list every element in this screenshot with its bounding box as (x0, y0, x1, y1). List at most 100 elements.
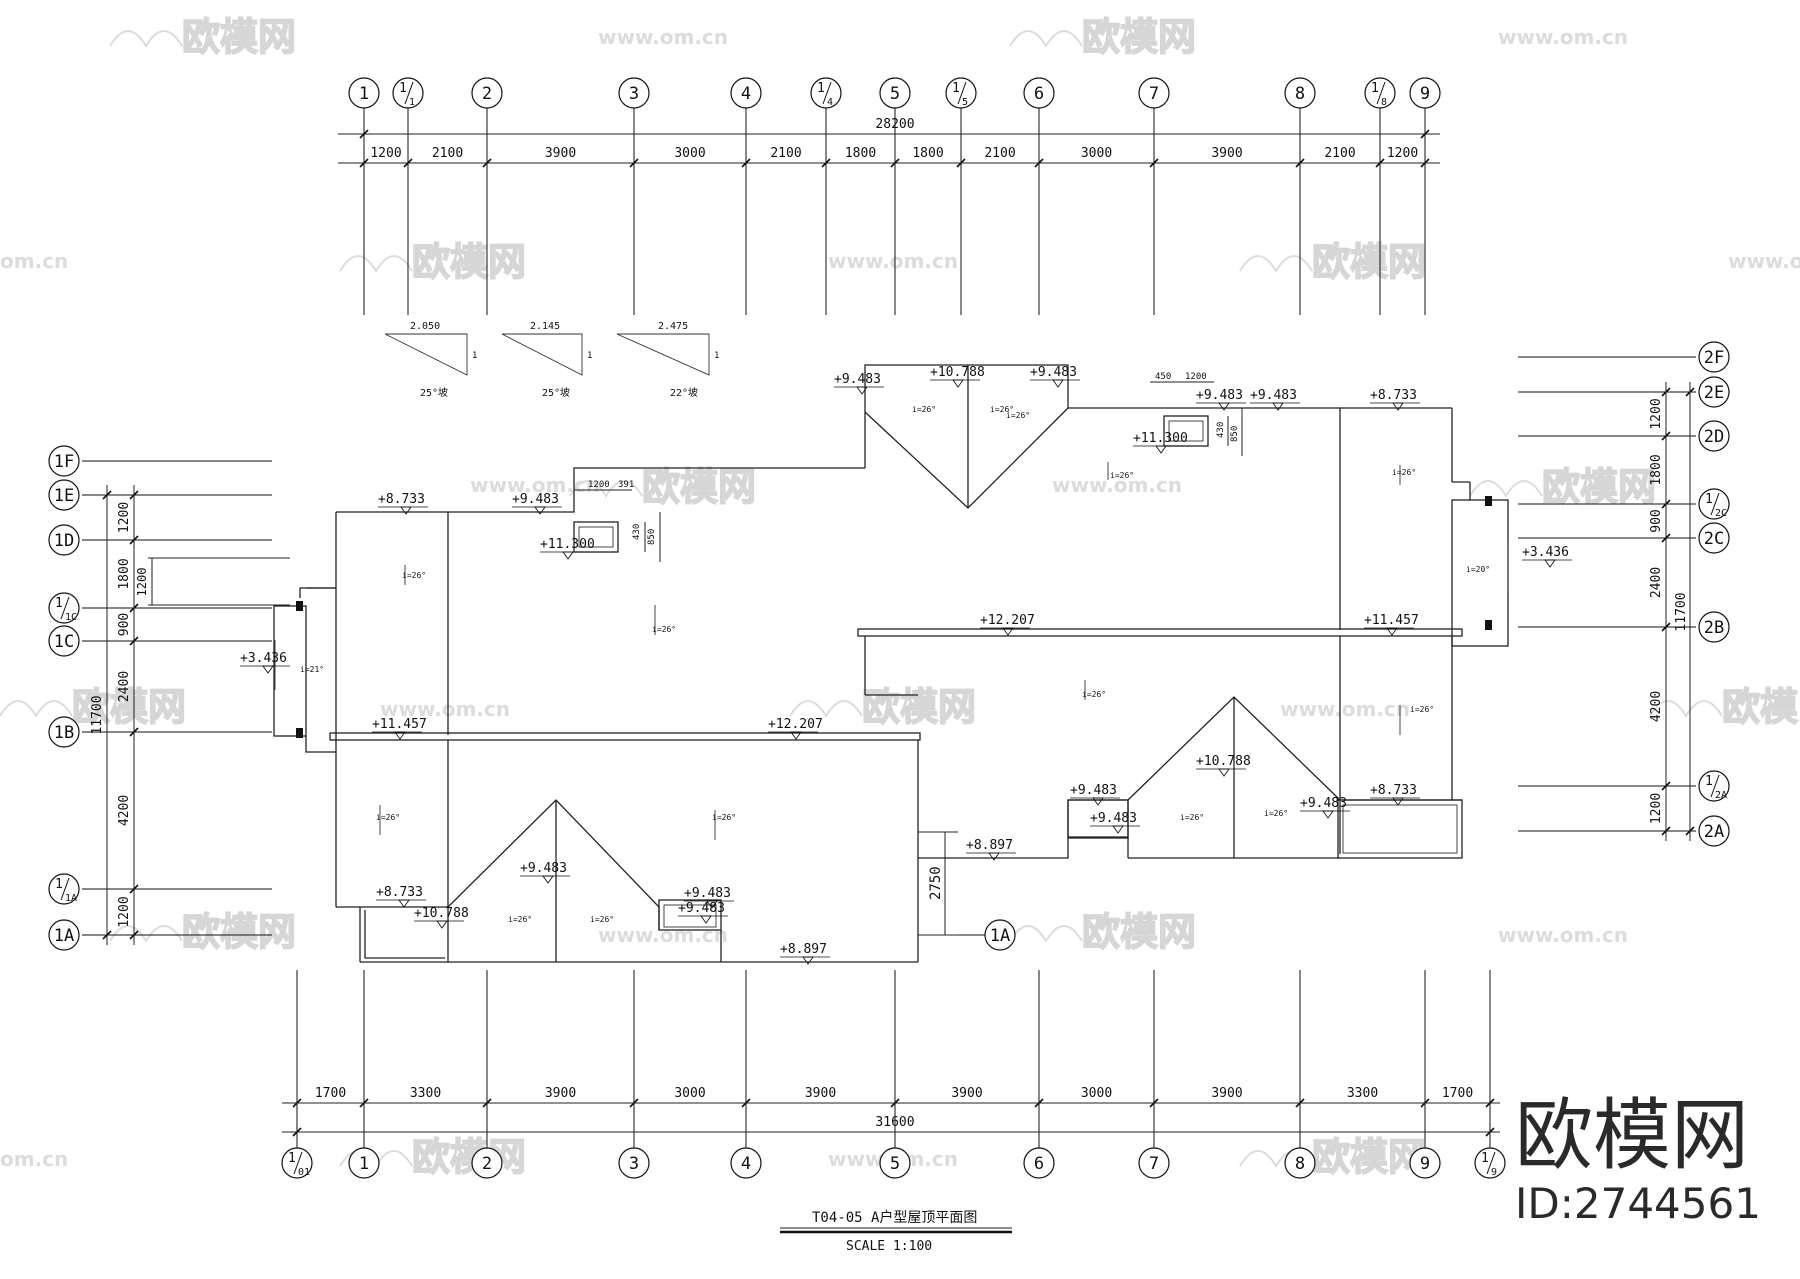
slope-label: i=26° (1410, 705, 1434, 714)
elevation-label: +11.300 (540, 537, 595, 552)
dim-left-seg: 4200 (117, 795, 132, 826)
elevation-label: +9.483 (512, 492, 559, 507)
elevation-marker (436, 920, 448, 929)
grid-right-1-bubble (1698, 376, 1730, 408)
watermark-logo-icon (109, 925, 183, 943)
elevation-marker (802, 956, 814, 965)
elevation-marker (952, 379, 964, 388)
grid-mid-bubble (984, 919, 1016, 951)
grid-bottom-7-bubble (1138, 1147, 1170, 1179)
elevation-marker (1155, 445, 1167, 454)
elevation-marker (1092, 797, 1104, 806)
dim-left-inner: 1200 (135, 568, 149, 597)
brand-id: ID:2744561 (1515, 1179, 1761, 1228)
elevation-marker (542, 875, 554, 884)
dim-top-seg: 1800 (845, 146, 876, 161)
grid-right-3-den: 2C (1715, 508, 1727, 519)
chimney-2-h3: 430 (1216, 422, 1226, 438)
watermark-url: www.om.cn (1498, 923, 1628, 947)
dim-right-seg: 900 (1649, 509, 1664, 532)
grid-top-3-label: 3 (629, 84, 639, 104)
grid-top-1-num: 1 (399, 81, 407, 96)
watermark-url: www.om.cn (598, 25, 728, 49)
slope-labels: i=26°i=26°i=21°i=26°i=26°i=26°i=26°i=26°… (300, 405, 1490, 924)
elevation-marker (700, 915, 712, 924)
dim-top-seg: 2100 (1324, 146, 1355, 161)
chimney-1-h1: 430 (632, 524, 642, 540)
elevation-label: +9.483 (1070, 783, 1117, 798)
grid-right-7-label: 2A (1704, 822, 1724, 842)
dim-top-seg: 3900 (545, 146, 576, 161)
grid-left-2-bubble (48, 524, 80, 556)
elevation-marker (1218, 768, 1230, 777)
elevation-label: +8.897 (780, 942, 827, 957)
grid-top-11-num: 1 (1371, 81, 1379, 96)
elevation-label: +11.300 (1133, 431, 1188, 446)
elevation-label: +9.483 (1030, 365, 1077, 380)
grid-bottom-10-den: 9 (1491, 1167, 1497, 1178)
grid-right-4-label: 2C (1704, 529, 1724, 549)
elevation-label: +12.207 (768, 717, 823, 732)
elevation-label: +9.483 (1196, 388, 1243, 403)
elevation-marker (1544, 559, 1556, 568)
grid-left-4-bubble (48, 625, 80, 657)
grid-right-6-bubble (1698, 770, 1730, 802)
grid-left-7-label: 1A (54, 926, 74, 946)
grid-right-5-bubble (1698, 611, 1730, 643)
grid-left-5-label: 1B (54, 723, 74, 743)
grid-bottom-1-label: 1 (359, 1154, 369, 1174)
elevation-label: +3.436 (240, 651, 287, 666)
slope-label: i=26° (402, 571, 426, 580)
grid-left-7-bubble (48, 919, 80, 951)
watermark-logo-icon (789, 700, 863, 718)
grid-left-5-bubble (48, 716, 80, 748)
watermark-logo-icon (1649, 700, 1723, 718)
grid-bottom-2-bubble (471, 1147, 503, 1179)
chimney-1-width: 1200 (588, 480, 610, 490)
slope-label: i=26° (508, 915, 532, 924)
slope-label: i=26° (1392, 468, 1416, 477)
grid-bottom-5-bubble (879, 1147, 911, 1179)
grid-mid-label: 1A (990, 926, 1010, 946)
grid-left-0-bubble (48, 445, 80, 477)
elevation-label: +8.733 (376, 885, 423, 900)
watermark-url: www.om.cn (1280, 697, 1410, 721)
drawing-scale: SCALE 1:100 (846, 1239, 932, 1254)
watermark-url: www.om.cn (1052, 473, 1182, 497)
elevation-label: +3.436 (1522, 545, 1569, 560)
elevation-label: +9.483 (520, 861, 567, 876)
grid-bottom-1-bubble (348, 1147, 380, 1179)
elevation-marks: +8.733+9.483+11.300+3.436+11.457+12.207+… (240, 365, 1572, 965)
dim-bottom-seg: 3300 (1347, 1086, 1378, 1101)
grid-right-5-label: 2B (1704, 618, 1724, 638)
grid-left-3-den: 1C (65, 612, 77, 623)
chimney-2-offset: 450 (1155, 372, 1171, 382)
slope-label: i=26° (990, 405, 1014, 414)
slope-label: i=26° (912, 405, 936, 414)
watermark-brand: 欧模网 (412, 1135, 526, 1179)
elevation-marker (398, 899, 410, 908)
grid-left-3-bubble (48, 592, 80, 624)
slope-label: i=26° (376, 813, 400, 822)
grid-bottom-9-label: 9 (1420, 1154, 1430, 1174)
watermark-brand: 欧模网 (412, 240, 526, 284)
grid-top-4-label: 4 (741, 84, 751, 104)
grid-top-2-bubble (471, 77, 503, 109)
slope-legend-1-top: 2.050 (410, 321, 440, 332)
grid-top-11-bubble (1364, 77, 1396, 109)
elevation-label: +9.483 (1300, 796, 1347, 811)
slope-label: i=26° (1180, 813, 1204, 822)
dim-top-seg: 2100 (770, 146, 801, 161)
watermark-url: www.om.cn (380, 697, 510, 721)
slope-label: i=26° (1006, 411, 1030, 420)
grid-bottom-3-bubble (618, 1147, 650, 1179)
grid-right-3-num: 1 (1705, 492, 1713, 507)
elevation-label: +9.483 (834, 372, 881, 387)
grid-bottom-6-label: 6 (1034, 1154, 1044, 1174)
slope-legend-1-caption: 25°坡 (420, 386, 448, 399)
dim-top-seg: 3000 (1081, 146, 1112, 161)
chimney-2-h4: 850 (1230, 426, 1240, 442)
dim-left-seg: 1200 (117, 896, 132, 927)
grid-bottom-5-label: 5 (890, 1154, 900, 1174)
grid-bottom-3-label: 3 (629, 1154, 639, 1174)
